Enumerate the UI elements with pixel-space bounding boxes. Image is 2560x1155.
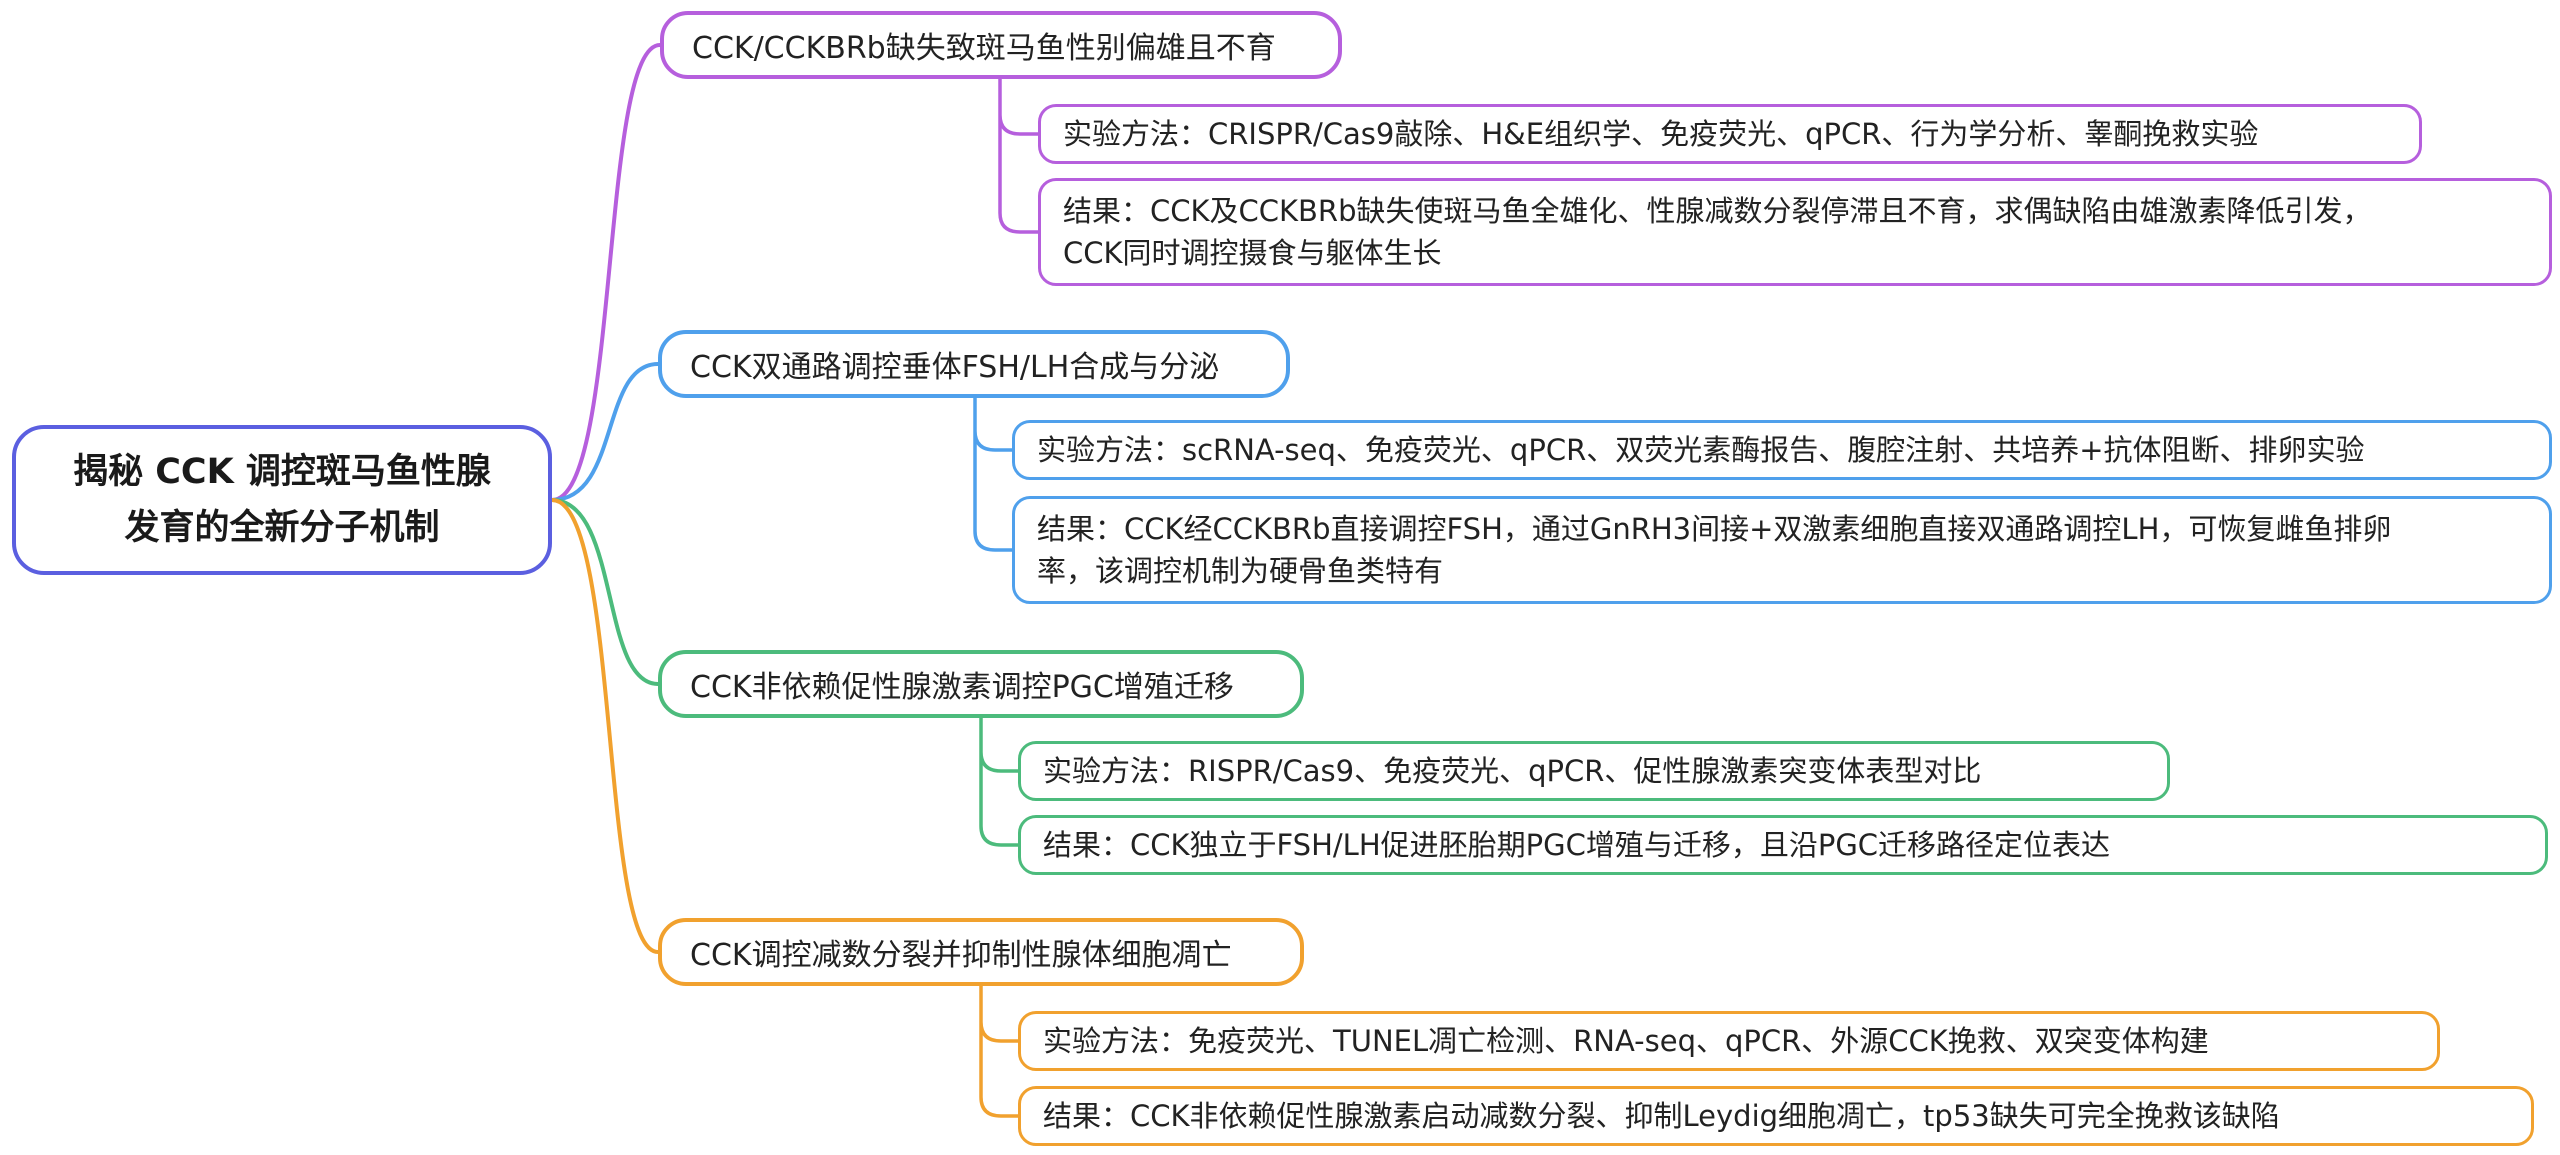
root-topic[interactable]: 揭秘 CCK 调控斑马鱼性腺 发育的全新分子机制 [12,425,552,575]
connector-root-branch-4 [550,498,660,954]
branch-2-method[interactable]: 实验方法：scRNA-seq、免疫荧光、qPCR、双荧光素酶报告、腹腔注射、共培… [1012,420,2552,480]
connector-branch-1-leaves [998,77,1040,234]
branch-1-result-line-1: 结果：CCK及CCKBRb缺失使斑马鱼全雄化、性腺减数分裂停滞且不育，求偶缺陷由… [1063,194,2372,228]
branch-topic-4-label: CCK调控减数分裂并抑制性腺体细胞凋亡 [690,938,1232,973]
branch-topic-3-label: CCK非依赖促性腺激素调控PGC增殖迁移 [690,670,1234,705]
branch-4-result[interactable]: 结果：CCK非依赖促性腺激素启动减数分裂、抑制Leydig细胞凋亡，tp53缺失… [1018,1086,2534,1146]
branch-topic-2[interactable]: CCK双通路调控垂体FSH/LH合成与分泌 [658,330,1290,398]
root-topic-line-2: 发育的全新分子机制 [124,508,440,548]
branch-1-result-line-2: CCK同时调控摄食与躯体生长 [1063,236,1442,270]
branch-topic-1[interactable]: CCK/CCKBRb缺失致斑马鱼性别偏雄且不育 [660,11,1342,79]
branch-4-method-text: 实验方法：免疫荧光、TUNEL凋亡检测、RNA-seq、qPCR、外源CCK挽救… [1043,1024,2209,1058]
branch-4-result-text: 结果：CCK非依赖促性腺激素启动减数分裂、抑制Leydig细胞凋亡，tp53缺失… [1043,1099,2280,1133]
branch-3-method[interactable]: 实验方法：RISPR/Cas9、免疫荧光、qPCR、促性腺激素突变体表型对比 [1018,741,2170,801]
connector-branch-2-leaves [973,396,1014,552]
branch-3-method-text: 实验方法：RISPR/Cas9、免疫荧光、qPCR、促性腺激素突变体表型对比 [1043,754,1982,788]
branch-topic-3[interactable]: CCK非依赖促性腺激素调控PGC增殖迁移 [658,650,1304,718]
connector-root-branch-1 [550,43,662,502]
connector-branch-3-leaves [979,716,1020,847]
connector-branch-4-leaves [979,984,1020,1118]
branch-topic-2-label: CCK双通路调控垂体FSH/LH合成与分泌 [690,350,1220,385]
branch-3-result-text: 结果：CCK独立于FSH/LH促进胚胎期PGC增殖与迁移，且沿PGC迁移路径定位… [1043,828,2111,862]
branch-2-result-line-2: 率，该调控机制为硬骨鱼类特有 [1037,554,1444,588]
connector-root-branch-3 [550,498,660,686]
connector-root-branch-2 [550,362,660,502]
branch-2-result-line-1: 结果：CCK经CCKBRb直接调控FSH，通过GnRH3间接+双激素细胞直接双通… [1037,512,2392,546]
branch-3-result[interactable]: 结果：CCK独立于FSH/LH促进胚胎期PGC增殖与迁移，且沿PGC迁移路径定位… [1018,815,2548,875]
branch-1-result[interactable]: 结果：CCK及CCKBRb缺失使斑马鱼全雄化、性腺减数分裂停滞且不育，求偶缺陷由… [1038,178,2552,286]
root-topic-line-1: 揭秘 CCK 调控斑马鱼性腺 [73,452,491,492]
branch-2-method-text: 实验方法：scRNA-seq、免疫荧光、qPCR、双荧光素酶报告、腹腔注射、共培… [1037,433,2365,467]
branch-1-method-text: 实验方法：CRISPR/Cas9敲除、H&E组织学、免疫荧光、qPCR、行为学分… [1063,117,2259,151]
branch-1-method[interactable]: 实验方法：CRISPR/Cas9敲除、H&E组织学、免疫荧光、qPCR、行为学分… [1038,104,2422,164]
branch-topic-1-label: CCK/CCKBRb缺失致斑马鱼性别偏雄且不育 [692,31,1276,66]
branch-4-method[interactable]: 实验方法：免疫荧光、TUNEL凋亡检测、RNA-seq、qPCR、外源CCK挽救… [1018,1011,2440,1071]
branch-2-result[interactable]: 结果：CCK经CCKBRb直接调控FSH，通过GnRH3间接+双激素细胞直接双通… [1012,496,2552,604]
branch-topic-4[interactable]: CCK调控减数分裂并抑制性腺体细胞凋亡 [658,918,1304,986]
